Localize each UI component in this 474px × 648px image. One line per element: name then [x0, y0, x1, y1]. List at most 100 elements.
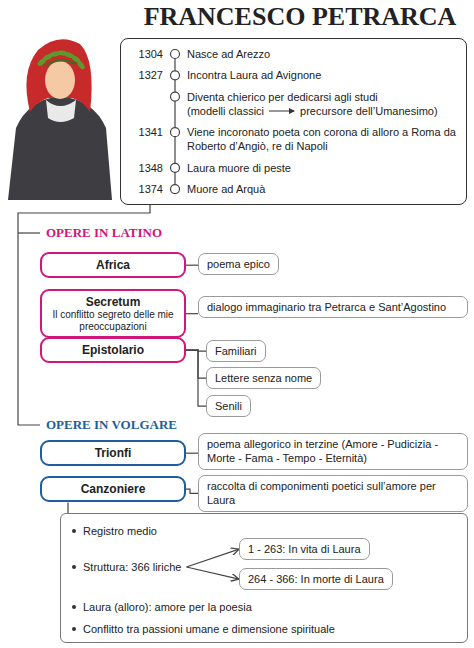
year-cell [129, 90, 163, 119]
collar [46, 100, 76, 122]
timeline-row: 1341 Viene incoronato poeta con corona di… [129, 125, 458, 154]
event-cell: Viene incoronato poeta con corona di all… [187, 125, 458, 154]
notes-box: Registro medioStruttura: 366 liricheLaur… [60, 513, 468, 643]
year-text: 1341 [139, 126, 163, 138]
description-box: Lettere senza nome [206, 367, 321, 389]
event-cell: Diventa chierico per dedicarsi agli stud… [187, 90, 458, 119]
note-text: dialogo immaginario tra Petrarca e Sant’… [207, 300, 459, 314]
work-box: SecretumIl conflitto segreto delle mie p… [40, 289, 186, 338]
work-title: Canzoniere [48, 482, 178, 496]
work-box: Epistolario [40, 337, 186, 363]
description-box: Senili [206, 395, 251, 417]
timeline-dot [171, 71, 180, 80]
description-box: raccolta di componimenti poetici sull’am… [198, 475, 468, 512]
event-cell: Muore ad Arquà [187, 182, 458, 196]
cloak [8, 96, 112, 200]
year-cell: 1374 [129, 182, 163, 196]
event-text: Nasce ad Arezzo [187, 47, 270, 61]
connector [186, 489, 198, 493]
connector [186, 313, 198, 314]
event-line: Diventa chierico per dedicarsi agli stud… [187, 90, 458, 104]
timeline-dot [171, 185, 180, 194]
timeline-dot [171, 163, 180, 172]
connector [186, 453, 198, 454]
work-title: Trionfi [48, 446, 178, 460]
bullet-text: Struttura: 366 liriche [83, 561, 181, 573]
connector [186, 567, 239, 579]
bullet-item: Laura (alloro): amore per la poesia [71, 600, 252, 614]
bullet-dot [72, 605, 76, 609]
hood [26, 39, 91, 112]
note-text: poema epico [207, 257, 270, 271]
timeline-row: 1327 Incontra Laura ad Avignone [129, 68, 458, 82]
bullet-dot [72, 529, 76, 533]
work-box: Trionfi [40, 440, 186, 466]
description-box: 264 - 366: In morte di Laura [239, 568, 393, 590]
description-box: Familiari [206, 340, 266, 362]
work-title: Africa [48, 258, 178, 272]
timeline-box: 1304 Nasce ad Arezzo 1327 Incontra Laura ad… [120, 38, 467, 205]
event-line: (modelli classici precursore dell’Umanesi… [187, 104, 458, 118]
year-text: 1348 [139, 162, 163, 174]
timeline-row: 1304 Nasce ad Arezzo [129, 47, 458, 61]
bullet-item: Registro medio [71, 524, 157, 538]
bullet-text: Conflitto tra passioni umane e dimension… [83, 623, 335, 635]
section-heading: OPERE IN LATINO [44, 225, 164, 241]
event-line: Nasce ad Arezzo [187, 47, 458, 61]
year-cell: 1304 [129, 47, 163, 61]
laurel-leaves [37, 50, 86, 70]
wreath-band [45, 60, 76, 66]
page-title: FRANCESCO PETRARCA [128, 2, 472, 32]
year-text: 1374 [139, 183, 163, 195]
connector [186, 265, 198, 266]
connector [186, 350, 206, 406]
description-box: poema allegorico in terzine (Amore - Pud… [198, 433, 468, 470]
bullet-text: Registro medio [83, 525, 157, 537]
year-text: 1304 [139, 48, 163, 60]
event-text: Diventa chierico per dedicarsi agli stud… [187, 90, 378, 104]
work-subtitle: Il conflitto segreto delle mie preoccupa… [48, 309, 178, 332]
connector [186, 350, 206, 378]
work-title: Secretum [48, 295, 178, 309]
event-cell: Laura muore di peste [187, 161, 458, 175]
event-text: Incontra Laura ad Avignone [187, 68, 321, 82]
note-text: raccolta di componimenti poetici sull’am… [207, 479, 459, 508]
portrait-illustration [8, 39, 112, 200]
bullet-text: Laura (alloro): amore per la poesia [83, 601, 252, 613]
work-title: Epistolario [48, 343, 178, 357]
year-cell: 1341 [129, 125, 163, 154]
event-line: Laura muore di peste [187, 161, 458, 175]
timeline-row: 1374 Muore ad Arquà [129, 182, 458, 196]
section-heading: OPERE IN VOLGARE [44, 417, 179, 433]
timeline-dot [171, 92, 180, 101]
bullet-dot [72, 565, 76, 569]
timeline-dot [171, 50, 180, 59]
year-cell: 1327 [129, 68, 163, 82]
event-text: Viene incoronato poeta con corona di all… [187, 125, 458, 154]
event-line: Incontra Laura ad Avignone [187, 68, 458, 82]
event-cell: Nasce ad Arezzo [187, 47, 458, 61]
event-cell: Incontra Laura ad Avignone [187, 68, 458, 82]
note-text: Lettere senza nome [215, 371, 312, 385]
inline-arrow [268, 107, 296, 115]
year-text: 1327 [139, 69, 163, 81]
event-text: precursore dell’Umanesimo) [300, 104, 438, 118]
note-text: 1 - 263: In vita di Laura [248, 542, 361, 556]
year-cell: 1348 [129, 161, 163, 175]
work-box: Africa [40, 252, 186, 278]
note-text: Familiari [215, 344, 257, 358]
tree-branch [18, 232, 40, 233]
note-text: 264 - 366: In morte di Laura [248, 572, 384, 586]
face [45, 61, 75, 99]
note-text: Senili [215, 399, 242, 413]
connector [67, 502, 68, 513]
timeline-row: 1348 Laura muore di peste [129, 161, 458, 175]
note-text: poema allegorico in terzine (Amore - Pud… [207, 437, 459, 466]
event-text: (modelli classici [187, 104, 264, 118]
timeline-dot [171, 128, 180, 137]
timeline-track [121, 39, 466, 204]
description-box: poema epico [198, 253, 279, 275]
timeline-row: Diventa chierico per dedicarsi agli stud… [129, 90, 458, 119]
bullet-item: Struttura: 366 liriche [71, 560, 181, 574]
